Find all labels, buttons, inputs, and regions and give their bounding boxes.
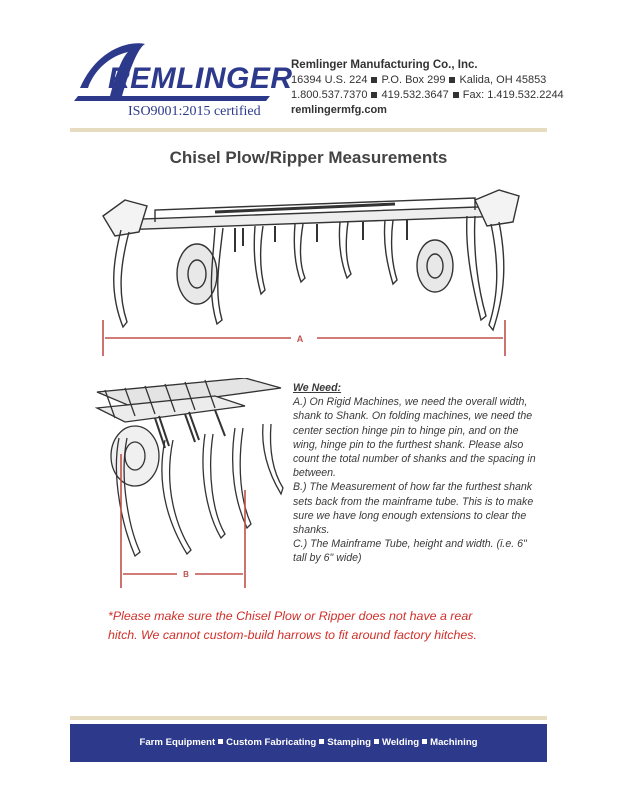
requirements-list: We Need: A.) On Rigid Machines, we need … bbox=[293, 381, 538, 566]
phone-fax: Fax: 1.419.532.2244 bbox=[462, 89, 564, 101]
requirement-item-b: B.) The Measurement of how far the furth… bbox=[293, 481, 534, 537]
address-pobox: P.O. Box 299 bbox=[381, 74, 446, 86]
separator-square-icon bbox=[422, 739, 428, 745]
chisel-plow-side-illustration: B bbox=[95, 378, 284, 588]
separator-square-icon bbox=[371, 91, 378, 98]
service-stamping: Stamping bbox=[327, 737, 371, 748]
address-city: Kalida, OH 45853 bbox=[459, 74, 547, 86]
company-name: Remlinger Manufacturing Co., Inc. bbox=[291, 59, 478, 71]
hitch-warning-note: *Please make sure the Chisel Plow or Rip… bbox=[108, 607, 528, 645]
note-line-1: *Please make sure the Chisel Plow or Rip… bbox=[108, 609, 473, 623]
separator-square-icon bbox=[373, 739, 379, 745]
logo-wordmark: REMLINGER bbox=[108, 62, 293, 95]
company-logo: REMLINGER ISO9001:2015 certified bbox=[70, 38, 292, 123]
dimension-b-label: B bbox=[183, 570, 189, 579]
separator-square-icon bbox=[319, 739, 325, 745]
requirement-item-c: C.) The Mainframe Tube, height and width… bbox=[293, 538, 527, 565]
separator-square-icon bbox=[371, 76, 378, 83]
logo-swoosh-icon bbox=[74, 43, 270, 101]
separator-square-icon bbox=[449, 76, 456, 83]
services-footer: Farm Equipment Custom Fabricating Stamping… bbox=[70, 724, 547, 762]
requirement-item-a: A.) On Rigid Machines, we need the overa… bbox=[293, 396, 536, 480]
footer-divider bbox=[70, 716, 547, 720]
dimension-a-label: A bbox=[297, 334, 304, 344]
phone-tollfree: 1.800.537.7370 bbox=[291, 89, 368, 101]
header-divider bbox=[70, 128, 547, 132]
company-info: Remlinger Manufacturing Co., Inc. 16394 … bbox=[291, 58, 564, 118]
service-farm-equipment: Farm Equipment bbox=[139, 737, 216, 748]
address-street: 16394 U.S. 224 bbox=[291, 74, 368, 86]
chisel-plow-front-illustration: A bbox=[102, 189, 520, 356]
separator-square-icon bbox=[218, 739, 224, 745]
company-phones: 1.800.537.7370 419.532.3647 Fax: 1.419.532… bbox=[291, 88, 564, 103]
service-custom-fabricating: Custom Fabricating bbox=[226, 737, 317, 748]
company-address: 16394 U.S. 224 P.O. Box 299 Kalida, OH 458… bbox=[291, 73, 564, 88]
phone-local: 419.532.3647 bbox=[381, 89, 449, 101]
iso-certification: ISO9001:2015 certified bbox=[128, 104, 261, 119]
note-line-2: hitch. We cannot custom-build harrows to… bbox=[108, 628, 477, 642]
page-title: Chisel Plow/Ripper Measurements bbox=[169, 148, 448, 167]
service-welding: Welding bbox=[381, 737, 420, 748]
service-machining: Machining bbox=[430, 737, 478, 748]
requirements-heading: We Need: bbox=[293, 382, 342, 394]
separator-square-icon bbox=[452, 91, 459, 98]
company-website[interactable]: remlingermfg.com bbox=[291, 104, 387, 116]
